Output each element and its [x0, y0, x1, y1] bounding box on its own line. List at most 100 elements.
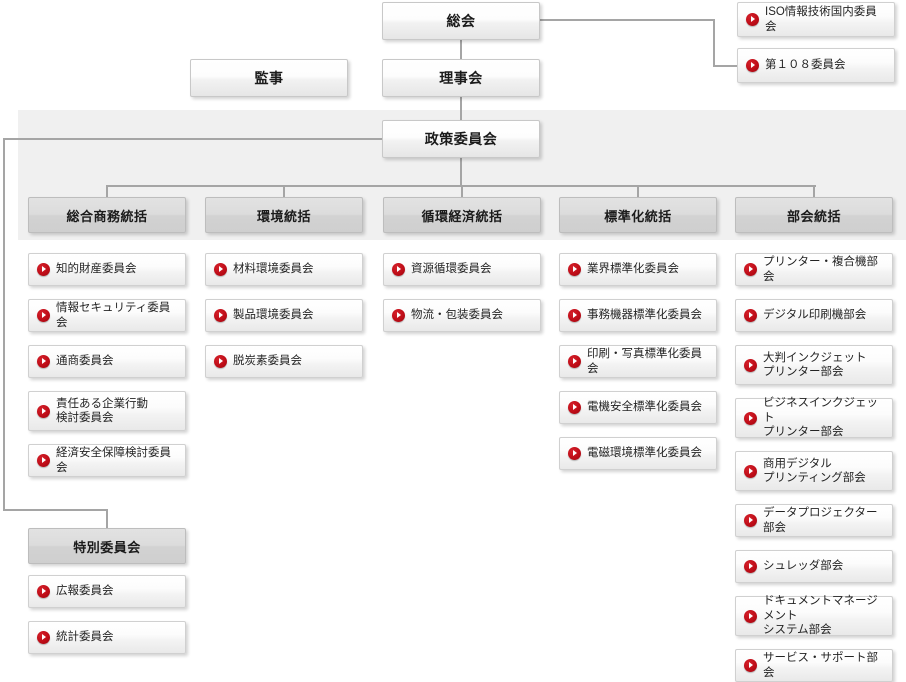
- item-label: ISO情報技術国内委員会: [765, 6, 877, 33]
- item-label: 情報セキュリティ委員会: [56, 302, 171, 329]
- connector-assembly-right: [539, 19, 715, 21]
- item-label: 製品環境委員会: [233, 309, 314, 322]
- committee-item[interactable]: 電磁環境標準化委員会: [559, 437, 717, 470]
- red-arrow-icon: [214, 263, 227, 276]
- node-108-committee[interactable]: 第１０８委員会: [737, 48, 895, 83]
- red-arrow-icon: [392, 263, 405, 276]
- red-arrow-icon: [214, 309, 227, 322]
- committee-item[interactable]: ドキュメントマネージメントシステム部会: [735, 595, 893, 636]
- item-label: 統計委員会: [56, 631, 114, 644]
- committee-item[interactable]: 情報セキュリティ委員会: [28, 299, 186, 332]
- item-label: サービス・サポート部会: [763, 652, 878, 679]
- red-arrow-icon: [744, 309, 757, 322]
- committee-item[interactable]: サービス・サポート部会: [735, 649, 893, 682]
- committee-item[interactable]: 責任ある企業行動検討委員会: [28, 391, 186, 431]
- column-header-2: 環境統括: [205, 197, 363, 233]
- connector-header-stub-4: [813, 185, 815, 197]
- connector-header-stub-0: [106, 185, 108, 197]
- item-label: 電磁環境標準化委員会: [587, 447, 702, 460]
- item-label: 商用デジタルプリンティング部会: [763, 457, 866, 484]
- node-special-committee-header: 特別委員会: [28, 528, 186, 564]
- red-arrow-icon: [37, 404, 50, 418]
- node-iso-committee[interactable]: ISO情報技術国内委員会: [737, 2, 895, 37]
- committee-item[interactable]: 材料環境委員会: [205, 253, 363, 286]
- node-general-assembly: 総会: [382, 2, 540, 40]
- committee-item[interactable]: データプロジェクター部会: [735, 504, 893, 537]
- red-arrow-icon: [37, 309, 50, 322]
- item-label: 経済安全保障検討委員会: [56, 447, 171, 474]
- red-arrow-icon: [744, 411, 757, 425]
- node-policy-committee: 政策委員会: [382, 120, 540, 158]
- committee-item[interactable]: 知的財産委員会: [28, 253, 186, 286]
- connector-to-108: [713, 65, 737, 67]
- item-label: データプロジェクター部会: [763, 507, 878, 534]
- committee-item[interactable]: 業界標準化委員会: [559, 253, 717, 286]
- connector-board-policy: [460, 96, 462, 121]
- red-arrow-icon: [744, 263, 757, 276]
- special-committee-item[interactable]: 広報委員会: [28, 575, 186, 608]
- item-label: 資源循環委員会: [411, 263, 492, 276]
- column-header-5: 部会統括: [735, 197, 893, 233]
- committee-item[interactable]: 印刷・写真標準化委員会: [559, 345, 717, 378]
- node-auditor: 監事: [190, 59, 348, 97]
- connector-policy-left: [4, 138, 382, 140]
- item-label: デジタル印刷機部会: [763, 309, 867, 322]
- committee-item[interactable]: シュレッダ部会: [735, 550, 893, 583]
- red-arrow-icon: [37, 585, 50, 598]
- committee-item[interactable]: 大判インクジェットプリンター部会: [735, 345, 893, 385]
- connector-header-stub-1: [283, 185, 285, 197]
- committee-item[interactable]: ビジネスインクジェットプリンター部会: [735, 397, 893, 439]
- item-label: 材料環境委員会: [233, 263, 314, 276]
- connector-rail-special: [3, 509, 108, 511]
- item-label: ビジネスインクジェットプリンター部会: [763, 397, 878, 439]
- committee-item[interactable]: デジタル印刷機部会: [735, 299, 893, 332]
- item-label: シュレッダ部会: [763, 560, 844, 573]
- organization-chart: 総会理事会監事政策委員会 ISO情報技術国内委員会第１０８委員会総合商務統括知的財…: [3, 2, 906, 682]
- item-label: プリンター・複合機部会: [763, 256, 878, 283]
- red-arrow-icon: [392, 309, 405, 322]
- connector-header-stub-3: [637, 185, 639, 197]
- red-arrow-icon: [744, 358, 757, 372]
- item-label: 脱炭素委員会: [233, 355, 302, 368]
- committee-item[interactable]: 経済安全保障検討委員会: [28, 444, 186, 477]
- committee-item[interactable]: 事務機器標準化委員会: [559, 299, 717, 332]
- special-committee-item[interactable]: 統計委員会: [28, 621, 186, 654]
- committee-item[interactable]: 脱炭素委員会: [205, 345, 363, 378]
- red-arrow-icon: [744, 659, 757, 672]
- item-label: 知的財産委員会: [56, 263, 137, 276]
- connector-special-down: [106, 509, 108, 529]
- item-label: 事務機器標準化委員会: [587, 309, 702, 322]
- red-arrow-icon: [568, 447, 581, 460]
- connector-policy-down: [460, 158, 462, 186]
- committee-item[interactable]: 通商委員会: [28, 345, 186, 378]
- item-label: 通商委員会: [56, 355, 114, 368]
- red-arrow-icon: [214, 355, 227, 368]
- committee-item[interactable]: 電機安全標準化委員会: [559, 391, 717, 424]
- column-header-4: 標準化統括: [559, 197, 717, 233]
- column-header-3: 循環経済統括: [383, 197, 541, 233]
- red-arrow-icon: [568, 355, 581, 368]
- item-label: 責任ある企業行動検討委員会: [56, 397, 148, 424]
- connector-left-rail: [3, 138, 5, 511]
- red-arrow-icon: [568, 263, 581, 276]
- column-header-1: 総合商務統括: [28, 197, 186, 233]
- committee-item[interactable]: プリンター・複合機部会: [735, 253, 893, 286]
- red-arrow-icon: [568, 401, 581, 414]
- red-arrow-icon: [37, 263, 50, 276]
- committee-item[interactable]: 商用デジタルプリンティング部会: [735, 451, 893, 491]
- item-label: 印刷・写真標準化委員会: [587, 348, 702, 375]
- item-label: 電機安全標準化委員会: [587, 401, 702, 414]
- committee-item[interactable]: 物流・包装委員会: [383, 299, 541, 332]
- connector-header-stub-2: [461, 185, 463, 197]
- item-label: 第１０８委員会: [765, 59, 846, 72]
- red-arrow-icon: [744, 609, 757, 623]
- red-arrow-icon: [568, 309, 581, 322]
- connector-assembly-down: [713, 19, 715, 67]
- red-arrow-icon: [37, 631, 50, 644]
- node-board: 理事会: [382, 59, 540, 97]
- red-arrow-icon: [746, 13, 759, 26]
- red-arrow-icon: [744, 514, 757, 527]
- committee-item[interactable]: 資源循環委員会: [383, 253, 541, 286]
- red-arrow-icon: [744, 560, 757, 573]
- committee-item[interactable]: 製品環境委員会: [205, 299, 363, 332]
